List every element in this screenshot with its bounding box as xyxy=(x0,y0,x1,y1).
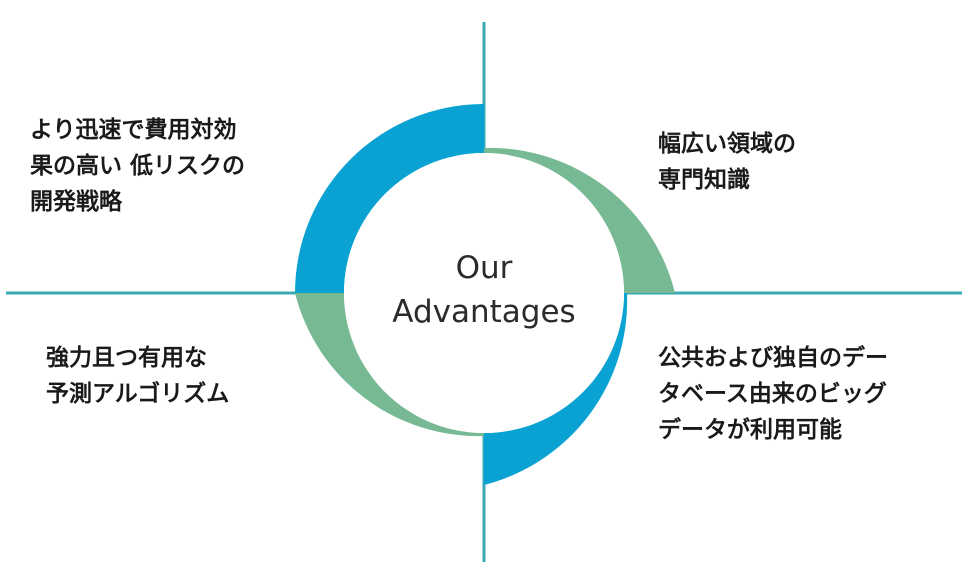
top-right-line: 専門知識 xyxy=(658,167,750,193)
bottom-right-line: タベース由来のビッグ xyxy=(658,381,887,407)
bottom-right-line: 公共および独自のデー xyxy=(658,345,888,371)
bottom-left-line: 予測アルゴリズム xyxy=(46,381,230,407)
top-right-line: 幅広い領域の xyxy=(658,131,796,157)
bottom-left-line: 強力且つ有用な xyxy=(46,345,207,371)
bottom-right-line: データが利用可能 xyxy=(658,417,842,443)
top-left-advantage-text: より迅速で費用対効 果の高い 低リスクの 開発戦略 xyxy=(30,112,245,220)
top-left-line: 果の高い 低リスクの xyxy=(30,153,246,179)
top-left-blue-arc xyxy=(295,104,484,293)
bottom-left-advantage-text: 強力且つ有用な 予測アルゴリズム xyxy=(46,340,229,412)
center-title-line2: Advantages xyxy=(392,294,575,330)
top-left-line: 開発戦略 xyxy=(30,189,122,215)
top-right-advantage-text: 幅広い領域の 専門知識 xyxy=(658,126,796,198)
top-left-line: より迅速で費用対効 xyxy=(30,117,237,143)
bottom-right-blue-arc xyxy=(484,293,628,485)
bottom-left-green-arc xyxy=(295,293,484,437)
bottom-right-advantage-text: 公共および独自のデー タベース由来のビッグ データが利用可能 xyxy=(658,340,888,448)
center-circle xyxy=(344,153,624,433)
top-right-green-arc xyxy=(484,147,675,293)
center-title-line1: Our xyxy=(456,250,513,286)
